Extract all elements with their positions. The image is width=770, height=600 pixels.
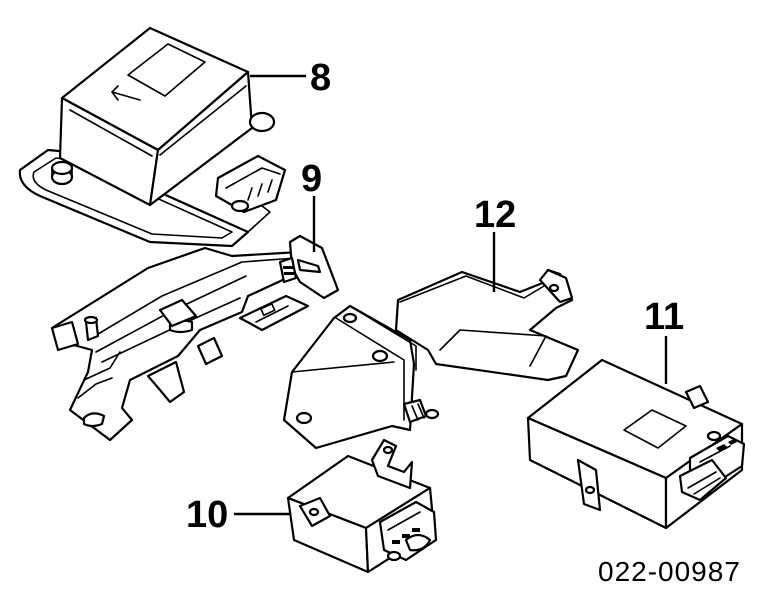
callout-12: 12 (474, 194, 517, 236)
part-12-plate (282, 304, 416, 450)
part-10-relay (234, 438, 438, 574)
callout-8: 8 (310, 57, 332, 99)
callout-10: 10 (186, 494, 229, 536)
part-9-bracket (50, 196, 340, 442)
part-12-upper-arm (394, 268, 580, 382)
diagram-code: 022-00987 (598, 556, 741, 587)
part-9-main-rail (50, 246, 314, 442)
callout-11: 11 (644, 296, 685, 338)
part-11-control-unit (526, 336, 746, 530)
part-12-bracket (282, 232, 580, 450)
callout-9: 9 (301, 158, 323, 200)
part-8-control-module (18, 26, 306, 248)
part-8-tray (18, 148, 250, 248)
